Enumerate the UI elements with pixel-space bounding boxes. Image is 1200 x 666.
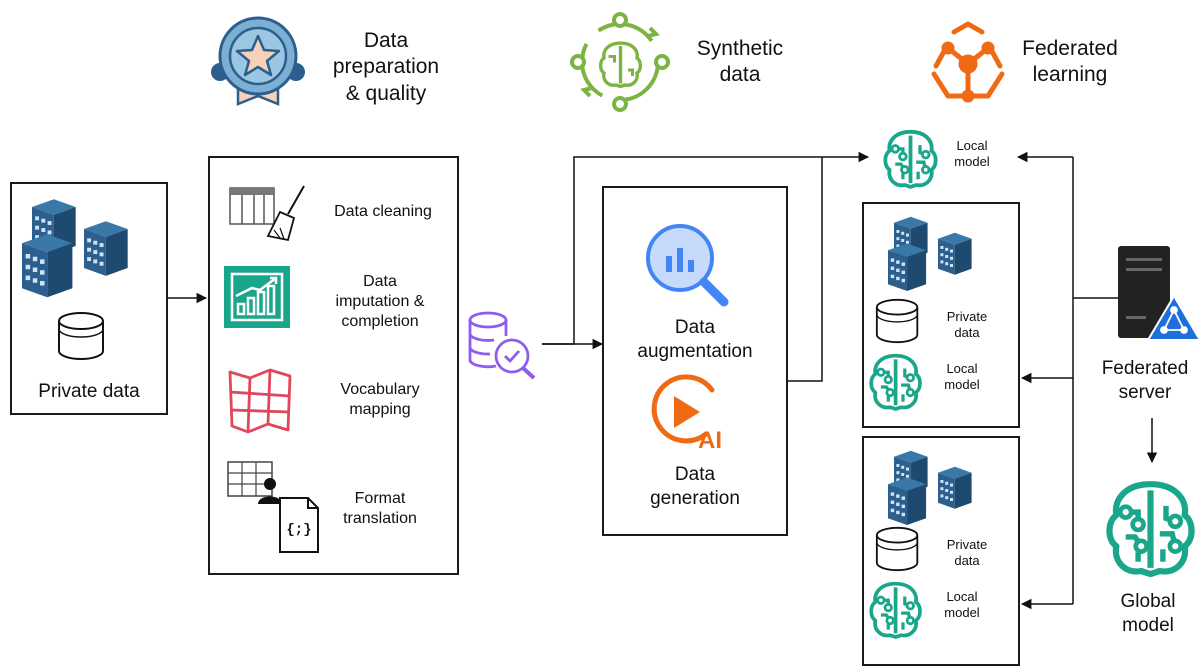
line-synthetic-to-top	[788, 157, 823, 382]
code-glyph: {;}	[286, 522, 311, 538]
search-analytics-icon	[646, 224, 729, 307]
database-search-icon	[468, 311, 536, 380]
code-file-icon: {;}	[227, 461, 319, 553]
broom-icon	[229, 185, 305, 242]
private-data-label: Private data	[38, 381, 140, 402]
step-data-cleaning: Data cleaning	[334, 203, 432, 220]
diagram-canvas: {;} AI	[22, 12, 1200, 639]
client-box-1	[862, 202, 1020, 428]
award-icon	[211, 16, 305, 106]
synthetic-brain-cycle-icon	[570, 12, 670, 112]
growth-chart-icon	[224, 266, 290, 328]
brain-icon	[883, 129, 938, 189]
connectors	[168, 151, 1158, 610]
private-data-box	[10, 182, 168, 415]
ai-play-icon: AI	[651, 374, 722, 454]
global-brain-icon	[1109, 484, 1191, 574]
map-icon	[228, 368, 292, 434]
synthetic-box	[602, 186, 788, 536]
server-icon	[1118, 246, 1200, 341]
federated-network-icon	[931, 21, 1005, 103]
data-prep-box	[208, 156, 459, 575]
arrow-query-to-local-model	[542, 151, 870, 345]
ai-badge: AI	[698, 427, 722, 454]
